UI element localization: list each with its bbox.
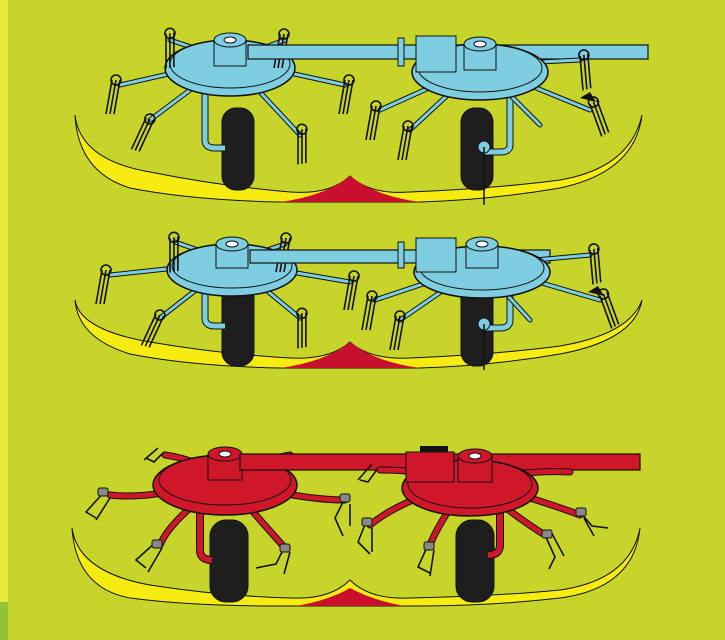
- left-edge-strip-accent: [0, 602, 8, 640]
- row-3-red-rotors: [71, 446, 641, 607]
- swath-red-wedge-2: [280, 342, 420, 368]
- wheel-left-3: [209, 519, 249, 603]
- rotor-right-3: [357, 448, 609, 577]
- row-2-blue-rotors: [74, 230, 643, 370]
- rotor-right-1: [365, 35, 616, 205]
- swath-red-wedge-3: [296, 588, 404, 606]
- wheel-right-3: [455, 519, 495, 603]
- swath-yellow-band-3: [71, 527, 641, 607]
- left-edge-strip: [0, 0, 8, 640]
- rotor-left-3: [84, 446, 351, 575]
- swath-red-wedge-1: [280, 176, 420, 202]
- wheel-left-1: [221, 107, 255, 191]
- row-1-blue-rotors: [74, 26, 649, 205]
- rotor-right-2: [361, 236, 626, 370]
